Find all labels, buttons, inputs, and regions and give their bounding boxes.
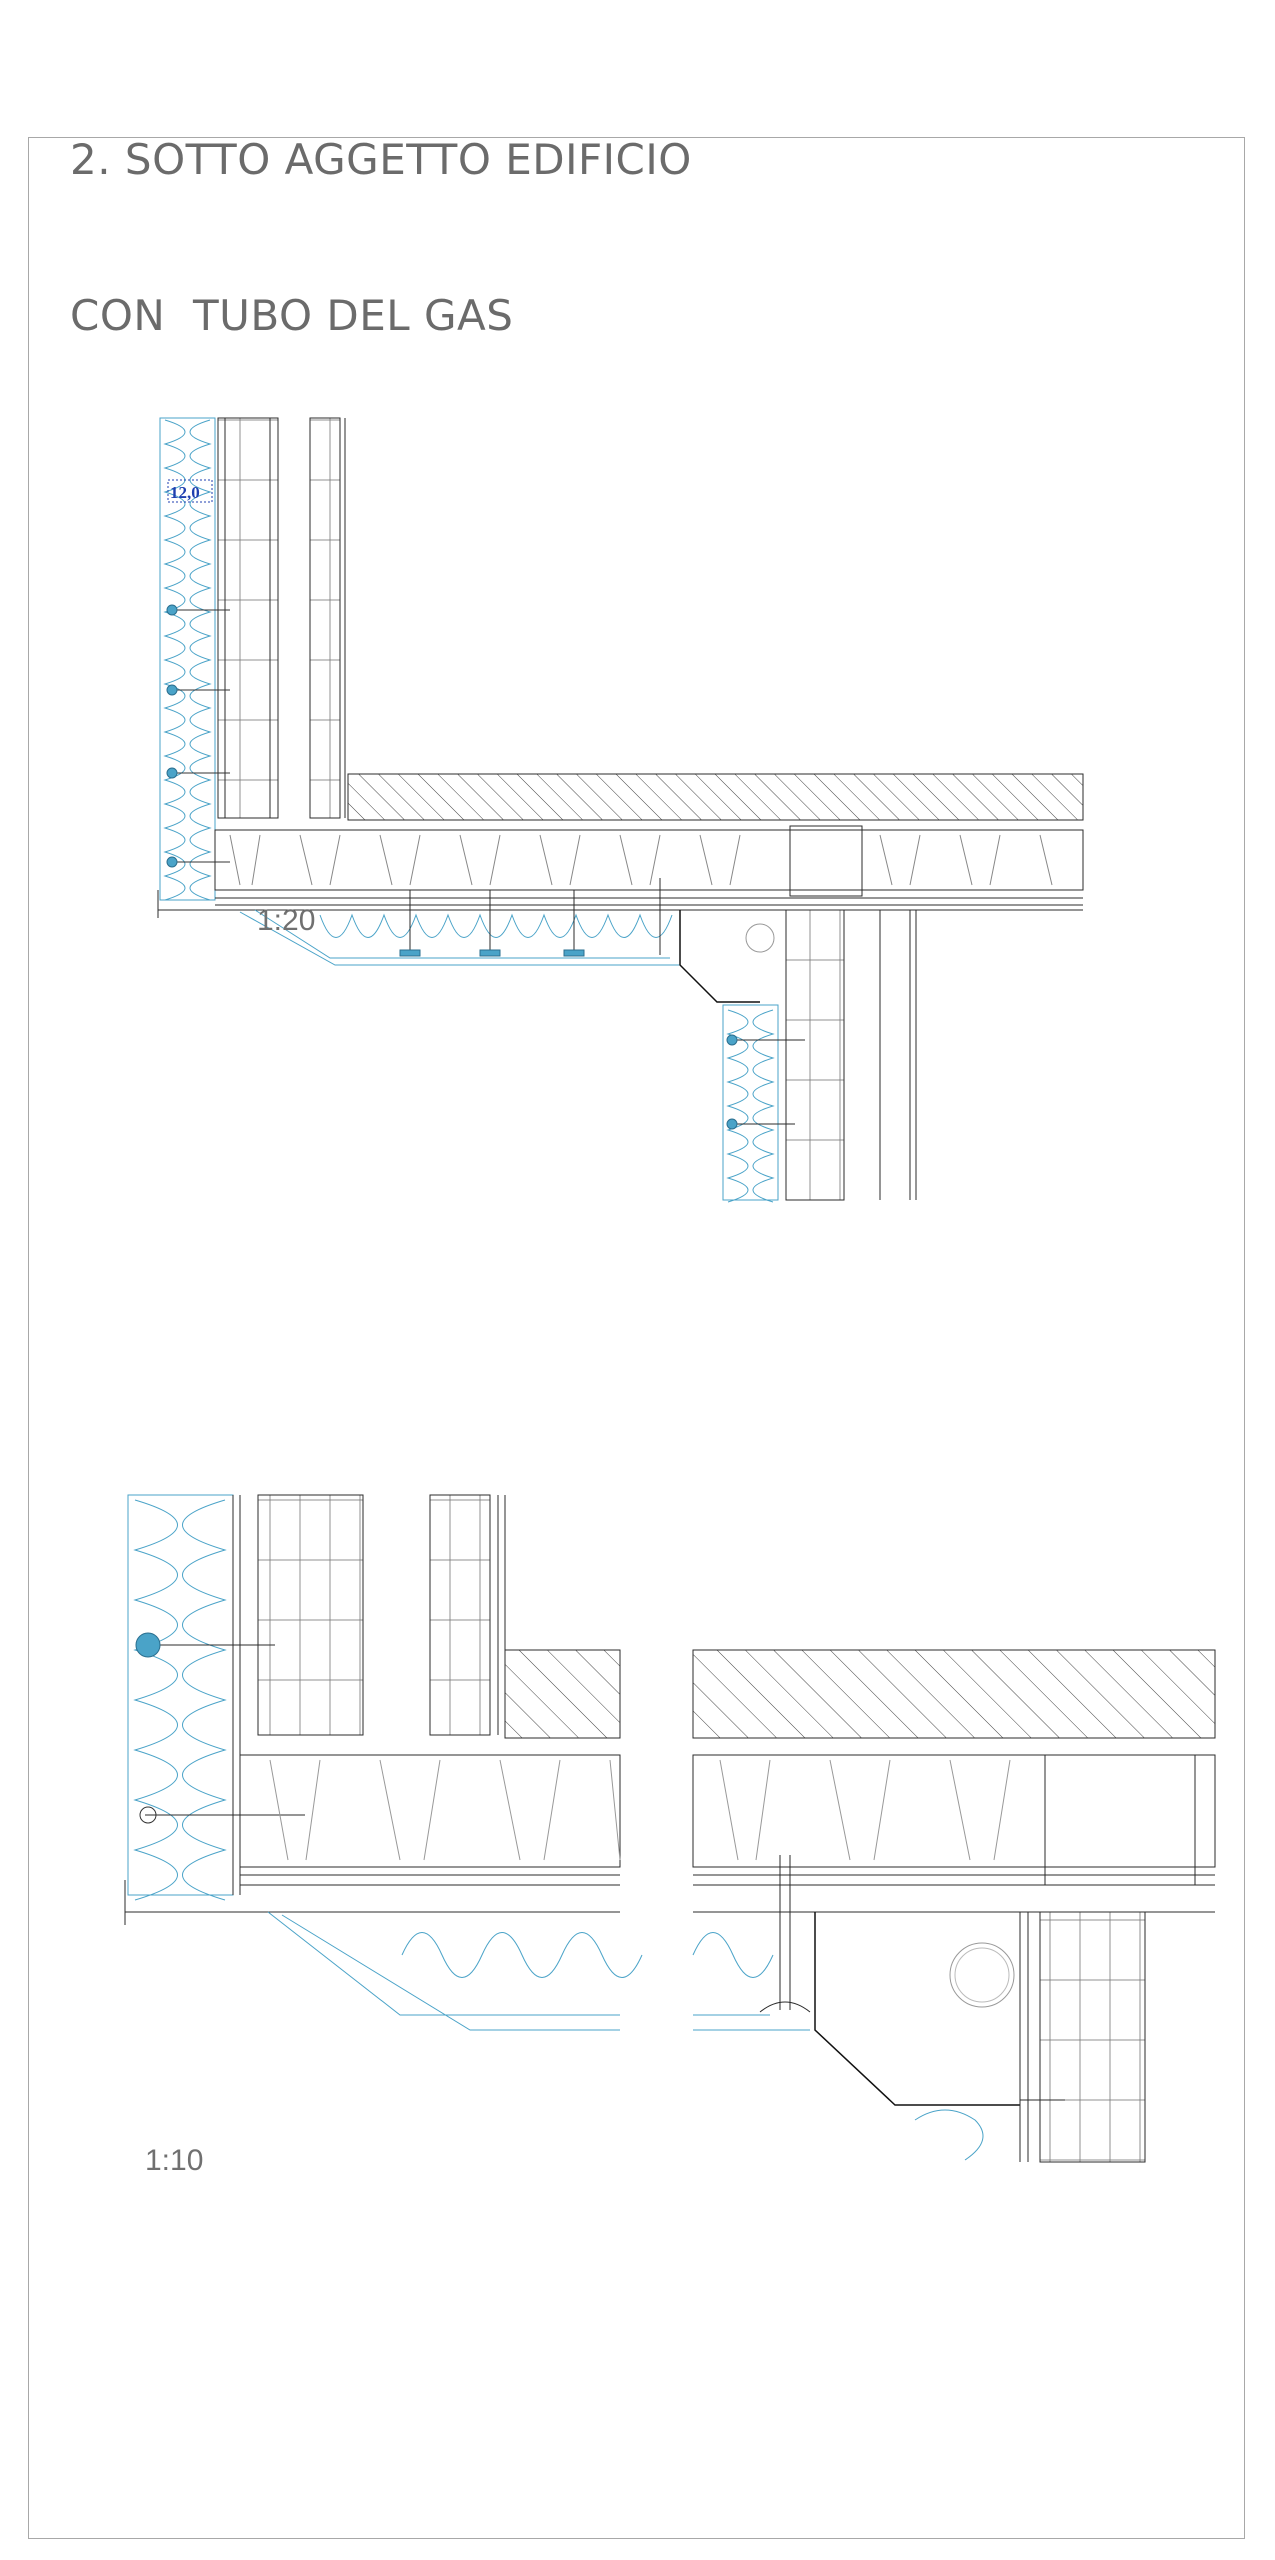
soffit-insulation-waves-left <box>401 1932 643 1978</box>
detail-drawing-1-10 <box>124 1494 1216 2163</box>
gas-pipe-cover-large <box>814 1912 1020 2106</box>
detail-drawing-1-20 <box>157 417 1084 1203</box>
concrete-slab-left <box>239 1754 621 1868</box>
concrete-slab <box>214 829 1084 891</box>
wall-inner-brick-large <box>429 1494 491 1736</box>
wall-insulation-layer <box>159 417 216 901</box>
gas-pipe-box <box>789 825 863 897</box>
soffit-insulation-waves <box>319 913 673 938</box>
scale-label-bottom: 1:10 <box>145 2144 203 2177</box>
soffit-insulation-waves-right <box>692 1932 774 1978</box>
floor-screed <box>347 773 1084 821</box>
wall-anchors <box>166 604 230 868</box>
soffit-insulation <box>239 909 680 966</box>
title-line-2: CON TUBO DEL GAS <box>70 291 514 340</box>
concrete-slab-right <box>692 1754 1216 1868</box>
wall-anchors-large <box>135 1632 305 1824</box>
dimension-box <box>167 479 213 503</box>
wall-inner-brick <box>309 417 341 819</box>
floor-screed-right <box>692 1649 1216 1739</box>
gas-pipe-inner <box>954 1947 1010 2003</box>
drawing-frame <box>28 137 1245 2539</box>
slab-texture-right <box>719 1759 1011 1861</box>
lower-wall-insulation-large <box>914 2109 984 2161</box>
soffit-insulation-right <box>693 2014 810 2031</box>
lower-wall-anchors <box>726 1034 805 1130</box>
soffit-anchor-large <box>759 1855 811 2013</box>
lower-wall-insulation-waves <box>726 1009 775 1203</box>
lower-wall-bricks-large <box>1039 1911 1146 2163</box>
gas-pipe-cover <box>679 910 760 1003</box>
gas-pipe-box-large <box>1044 1754 1196 1886</box>
gas-pipe <box>745 923 775 953</box>
wall-brick-large <box>257 1494 364 1736</box>
lower-wall-bricks <box>785 909 845 1201</box>
slab-texture <box>229 834 1053 886</box>
title-line-1: 2. SOTTO AGGETTO EDIFICIO <box>70 135 692 184</box>
gas-pipe-large <box>949 1942 1015 2008</box>
floor-screed-left <box>504 1649 621 1739</box>
dimension-label: 12,0 <box>170 483 200 502</box>
slab-texture-left <box>269 1759 621 1861</box>
wall-insulation-waves <box>163 419 212 901</box>
sheet-title: 2. SOTTO AGGETTO EDIFICIO CON TUBO DEL G… <box>70 30 692 394</box>
wall-insulation-layer-large <box>127 1494 234 1896</box>
soffit-anchors <box>399 878 661 957</box>
wall-brick-layer <box>217 417 279 819</box>
scale-label-top: 1:20 <box>257 904 315 937</box>
lower-wall-insulation <box>722 1004 779 1201</box>
wall-insulation-waves-large <box>133 1499 227 1901</box>
soffit-insulation-left <box>267 1911 620 2031</box>
